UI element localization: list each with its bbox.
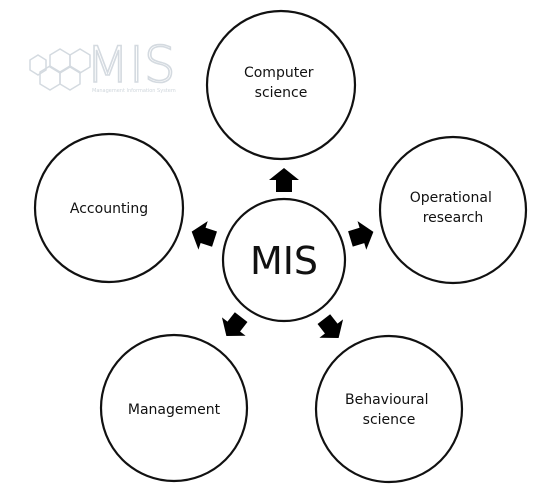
block-arrow-icon (191, 221, 217, 250)
block-arrow-icon (221, 312, 248, 337)
node-label: Accounting (70, 201, 148, 217)
block-arrow-icon (317, 314, 344, 339)
node-label-line: Accounting (70, 201, 148, 217)
node-label-line: Management (128, 402, 221, 418)
node-computer-science: Computer science (205, 9, 357, 161)
arrow-to-accounting (191, 221, 217, 250)
node-center-mis: MIS (221, 197, 347, 323)
node-label-line: Operational (410, 190, 492, 206)
hexagon-cluster-icon (29, 48, 91, 91)
watermark-title: MIS (86, 36, 176, 94)
node-circle (99, 333, 249, 483)
arrow-to-behavioural-science (317, 314, 344, 339)
node-accounting: Accounting (33, 132, 185, 284)
watermark-subtitle: Management Information System (92, 88, 176, 94)
center-circle (221, 197, 347, 323)
block-arrow-icon (348, 221, 374, 250)
arrow-to-management (221, 312, 248, 337)
node-label: Behavioural science (345, 392, 433, 428)
node-label: Operational research (410, 190, 497, 226)
node-operational-research: Operational research (378, 135, 528, 285)
node-label-line: research (423, 210, 484, 226)
watermark-logo: MIS Management Information System (29, 35, 176, 95)
node-label: Computer science (244, 65, 318, 101)
node-management: Management (99, 333, 249, 483)
node-circle (378, 135, 528, 285)
arrow-to-operational-research (348, 221, 374, 250)
node-label-line: science (255, 85, 308, 101)
node-label-line: Behavioural (345, 392, 429, 408)
node-circle (205, 9, 357, 161)
node-circle (33, 132, 185, 284)
node-label-line: Computer (244, 65, 314, 81)
node-behavioural-science: Behavioural science (314, 334, 464, 484)
node-label-line: science (363, 412, 416, 428)
arrow-to-computer-science (269, 168, 299, 192)
node-circle (314, 334, 464, 484)
center-label: MIS (250, 239, 318, 283)
block-arrow-icon (269, 168, 299, 192)
node-label: Management (128, 402, 221, 418)
